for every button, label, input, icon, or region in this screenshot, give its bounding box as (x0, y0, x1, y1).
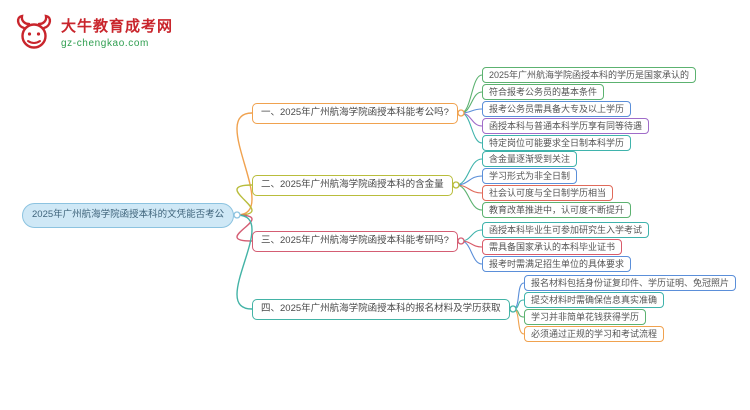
connector-path (460, 229, 483, 242)
connector-path (455, 175, 483, 186)
connector-path (512, 282, 525, 310)
branch-node-4: 四、2025年广州航海学院函授本科的报名材料及学历获取 (252, 299, 510, 320)
connector-path (236, 214, 253, 310)
child-node-1-4: 函授本科与普通本科学历享有同等待遇 (482, 118, 650, 135)
connector-path (236, 214, 253, 242)
connector-dot (233, 211, 241, 219)
root-node: 2025年广州航海学院函授本科的文凭能否考公 (22, 203, 235, 228)
connector-dot (457, 237, 465, 245)
child-node-2-1: 含金量逐渐受到关注 (482, 151, 578, 168)
connector-dot (509, 305, 517, 313)
logo-url: gz-chengkao.com (61, 38, 149, 49)
connector-dot (452, 181, 460, 189)
connector-path (455, 184, 483, 194)
connector-path (460, 74, 483, 114)
site-logo[interactable]: 大牛教育成考网 gz-chengkao.com (14, 12, 173, 52)
branch-node-1: 一、2025年广州航海学院函授本科能考公吗? (252, 103, 458, 124)
child-node-1-5: 特定岗位可能要求全日制本科学历 (482, 135, 632, 152)
child-node-1-2: 符合报考公务员的基本条件 (482, 84, 605, 101)
connector-path (512, 308, 525, 318)
connector-path (460, 91, 483, 114)
connector-path (455, 158, 483, 186)
child-node-3-1: 函授本科毕业生可参加研究生入学考试 (482, 222, 650, 239)
child-node-2-2: 学习形式为非全日制 (482, 168, 578, 185)
connector-path (460, 108, 483, 114)
child-node-3-2: 需具备国家承认的本科毕业证书 (482, 239, 623, 256)
connector-path (512, 308, 525, 335)
logo-title: 大牛教育成考网 (61, 18, 174, 35)
branch-node-2: 二、2025年广州航海学院函授本科的含金量 (252, 175, 453, 196)
connector-dot (457, 109, 465, 117)
connector-path (460, 240, 483, 265)
child-node-1-1: 2025年广州航海学院函授本科的学历是国家承认的 (482, 67, 697, 84)
connector-path (460, 112, 483, 144)
child-node-2-4: 教育改革推进中，认可度不断提升 (482, 202, 632, 219)
child-node-4-2: 提交材料时需确保信息真实准确 (524, 292, 665, 309)
connector-path (512, 299, 525, 310)
child-node-4-1: 报名材料包括身份证复印件、学历证明、免冠照片 (524, 275, 737, 292)
connector-path (236, 184, 253, 216)
connector-path (460, 240, 483, 248)
branch-node-3: 三、2025年广州航海学院函授本科能考研吗? (252, 231, 458, 252)
connector-path (236, 112, 253, 216)
connector-path (460, 112, 483, 127)
child-node-4-4: 必须通过正规的学习和考试流程 (524, 326, 665, 343)
child-node-2-3: 社会认可度与全日制学历相当 (482, 185, 614, 202)
child-node-1-3: 报考公务员需具备大专及以上学历 (482, 101, 632, 118)
logo-text: 大牛教育成考网 gz-chengkao.com (61, 15, 173, 49)
child-node-4-3: 学习并非简单花钱获得学历 (524, 309, 647, 326)
child-node-3-3: 报考时需满足招生单位的具体要求 (482, 256, 632, 273)
connector-path (455, 184, 483, 211)
bull-logo-icon (16, 14, 52, 49)
